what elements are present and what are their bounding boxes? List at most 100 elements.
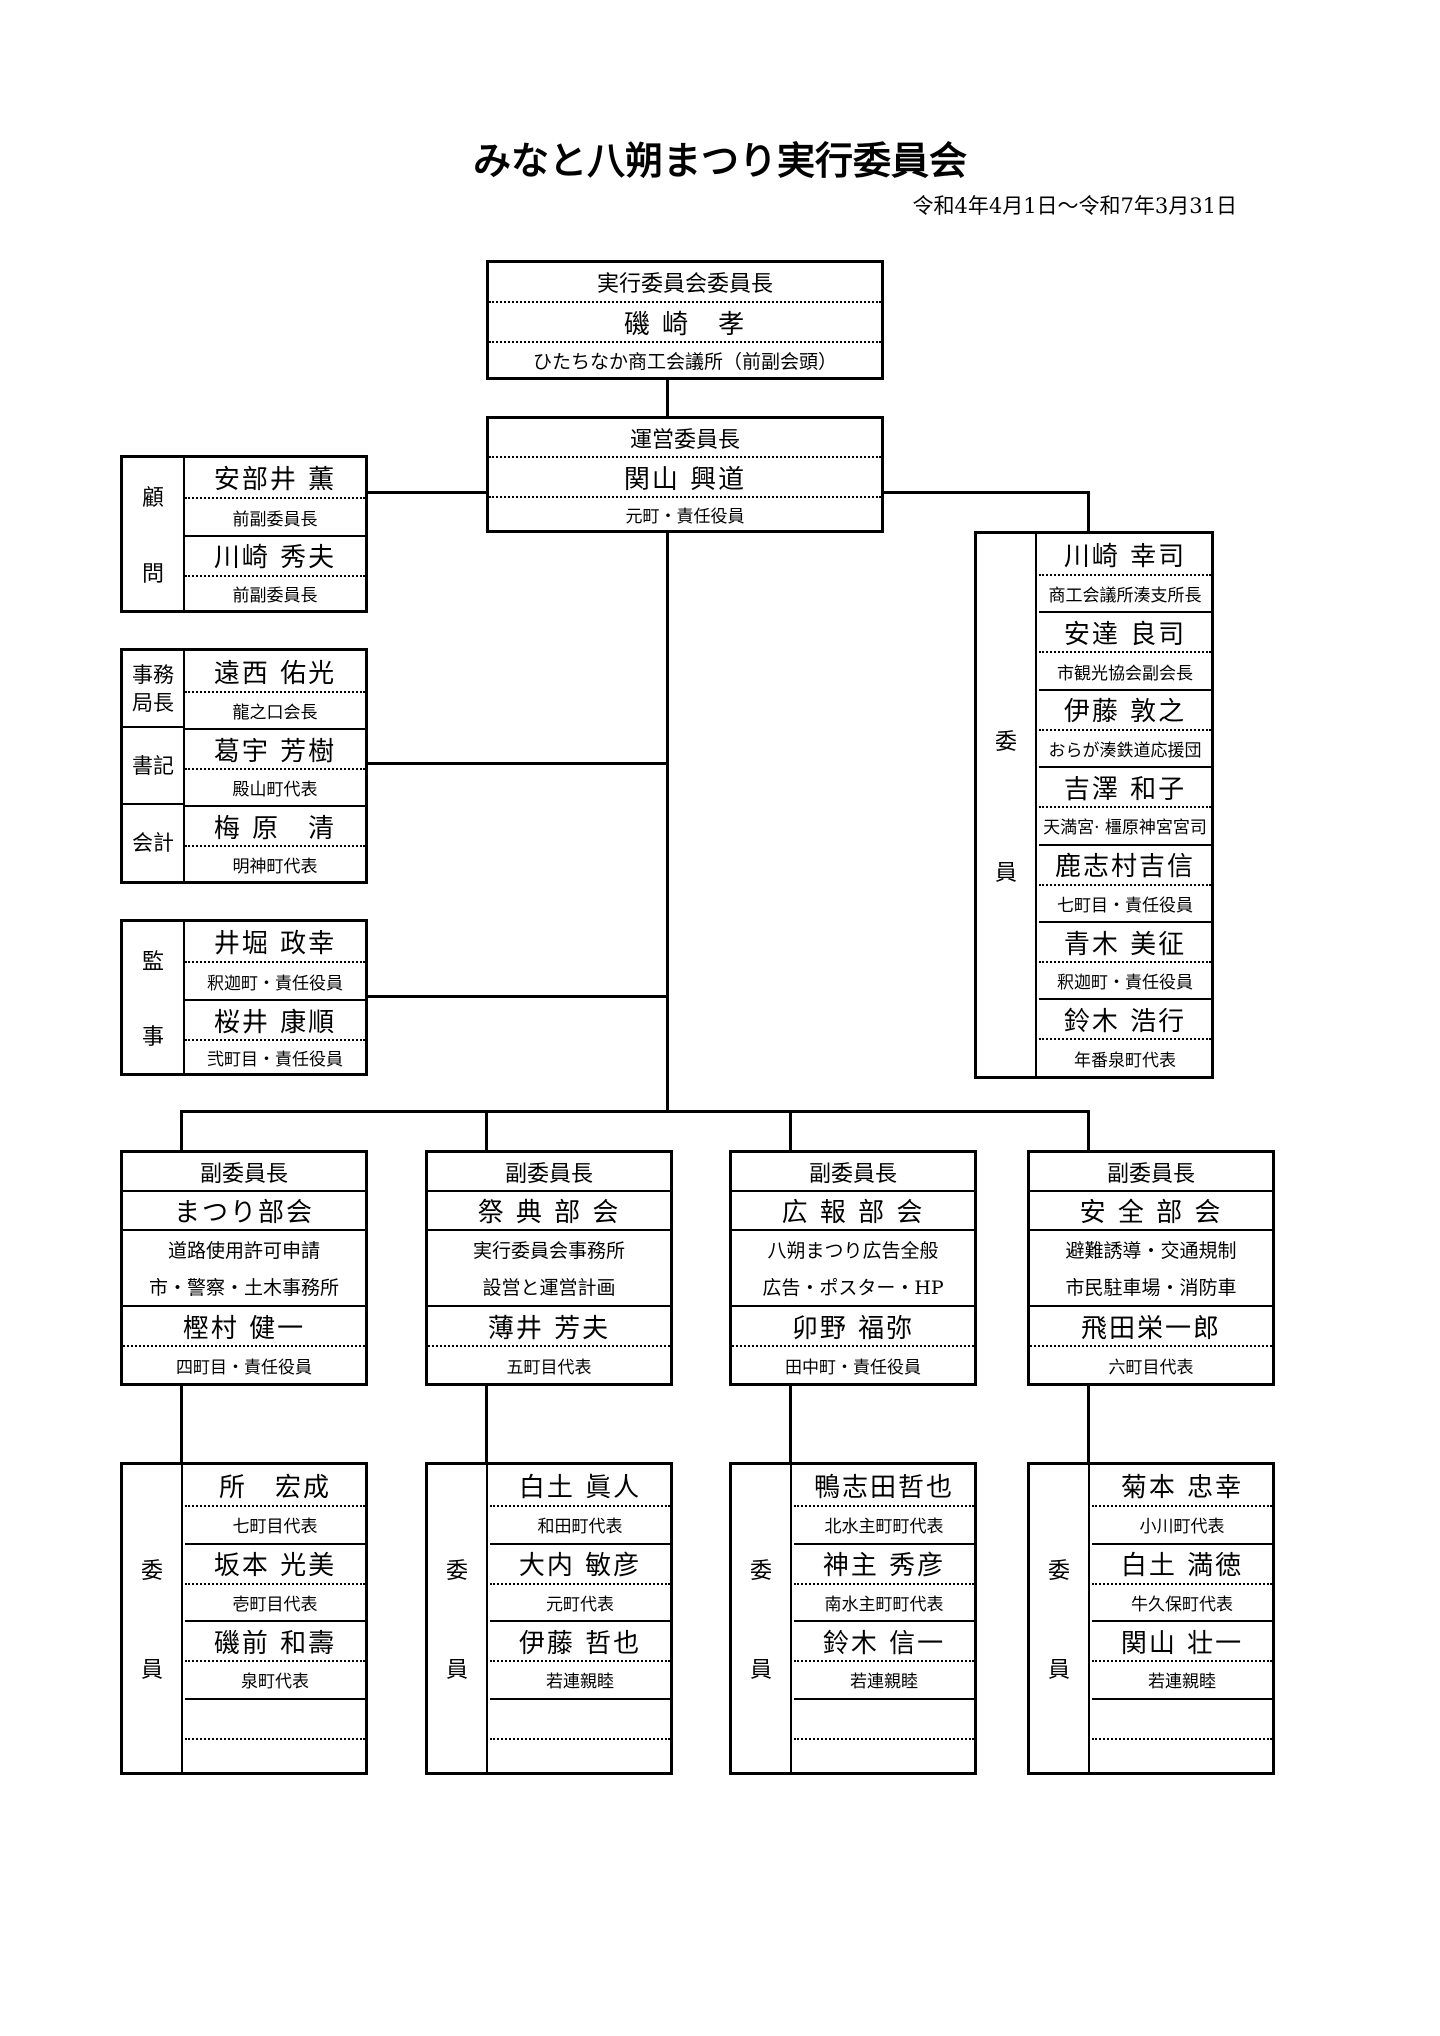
department-members-label: 委員 — [1030, 1465, 1090, 1772]
connector-chair-ops — [666, 378, 669, 418]
connector-advisors — [365, 491, 487, 494]
committee-member-affiliation: 釈迦町・責任役員 — [1039, 961, 1211, 998]
page-title: みなと八朔まつり実行委員会 — [472, 139, 967, 183]
committee-label: 委 員 — [977, 534, 1037, 1076]
department-member-empty — [1092, 1737, 1272, 1768]
department-member-name: 大内 敏彦 — [490, 1542, 670, 1583]
auditor-affiliation: 弐町目・責任役員 — [185, 1039, 365, 1073]
department-duty: 八朔まつり広告全般 — [732, 1229, 974, 1267]
chairman-affiliation: ひたちなか商工会議所（前副会頭） — [489, 341, 881, 377]
connector-secretariat — [365, 762, 668, 765]
committee-member-name: 吉澤 和子 — [1039, 766, 1211, 806]
secretariat-name: 遠西 佑光 — [213, 658, 337, 689]
connector-members-4 — [1087, 1384, 1090, 1464]
department-name: 広 報 部 会 — [732, 1190, 974, 1229]
department-duty: 実行委員会事務所 — [428, 1229, 670, 1267]
department-role: 副委員長 — [199, 1161, 288, 1187]
term-period: 令和4年4月1日～令和7年3月31日 — [912, 194, 1237, 218]
committee-member-name: 伊藤 敦之 — [1039, 688, 1211, 729]
committee-member-affiliation: 七町目・責任役員 — [1039, 883, 1211, 921]
department-head-name: 樫村 健一 — [123, 1305, 365, 1345]
department-member-affiliation: 元町代表 — [490, 1582, 670, 1621]
department-box: 副委員長祭 典 部 会実行委員会事務所設営と運営計画薄井 芳夫五町目代表 — [425, 1150, 673, 1386]
secretariat-name: 葛宇 芳樹 — [185, 728, 365, 768]
department-member-empty — [1092, 1697, 1272, 1738]
department-member-name: 伊藤 哲也 — [490, 1620, 670, 1660]
operations-affiliation: 元町・責任役員 — [489, 496, 881, 530]
committee-member-name: 青木 美征 — [1039, 921, 1211, 961]
department-member-affiliation: 若連親睦 — [794, 1660, 974, 1698]
department-member-empty — [185, 1737, 365, 1768]
auditor-name: 桜井 康順 — [185, 999, 365, 1039]
committee-member-affiliation: 年番泉町代表 — [1039, 1038, 1211, 1075]
committee-member-affiliation: おらが湊鉄道応援団 — [1039, 728, 1211, 766]
department-members-label: 委員 — [123, 1465, 183, 1772]
auditors-label: 監 事 — [123, 922, 185, 1073]
department-member-affiliation: 壱町目代表 — [185, 1582, 365, 1621]
secretariat-affiliation: 殿山町代表 — [185, 768, 365, 805]
committee-box: 委 員 川崎 幸司商工会議所湊支所長安達 良司市観光協会副会長伊藤 敦之おらが湊… — [974, 531, 1214, 1079]
department-member-name: 菊本 忠幸 — [1120, 1472, 1244, 1503]
connector-departments-h — [180, 1110, 1090, 1113]
department-member-name: 鈴木 信一 — [794, 1620, 974, 1660]
chairman-box: 実行委員会委員長 磯 崎 孝 ひたちなか商工会議所（前副会頭） — [486, 260, 884, 380]
department-box: 副委員長安 全 部 会避難誘導・交通規制市民駐車場・消防車飛田栄一郎六町目代表 — [1027, 1150, 1275, 1386]
department-head-affiliation: 四町目・責任役員 — [123, 1345, 365, 1383]
department-member-affiliation: 小川町代表 — [1092, 1505, 1272, 1543]
department-member-name: 神主 秀彦 — [794, 1542, 974, 1583]
department-duty: 避難誘導・交通規制 — [1030, 1229, 1272, 1267]
department-head-name: 飛田栄一郎 — [1030, 1305, 1272, 1345]
department-members-box: 委員菊本 忠幸小川町代表白土 満徳牛久保町代表関山 壮一若連親睦 — [1027, 1462, 1275, 1775]
department-members-box: 委員所 宏成七町目代表坂本 光美壱町目代表磯前 和壽泉町代表 — [120, 1462, 368, 1775]
department-member-name: 白土 満徳 — [1092, 1542, 1272, 1583]
department-members-list: 白土 眞人和田町代表大内 敏彦元町代表伊藤 哲也若連親睦 — [490, 1465, 670, 1772]
department-role: 副委員長 — [1106, 1161, 1195, 1187]
department-member-name: 坂本 光美 — [185, 1542, 365, 1583]
advisors-label: 顧 問 — [123, 458, 185, 610]
department-member-name: 関山 壮一 — [1092, 1620, 1272, 1660]
department-members-list: 菊本 忠幸小川町代表白土 満徳牛久保町代表関山 壮一若連親睦 — [1092, 1465, 1272, 1772]
department-duty: 市・警察・土木事務所 — [148, 1276, 339, 1299]
secretariat-label-chief: 事務 局長 — [123, 651, 185, 728]
committee-member-affiliation: 市観光協会副会長 — [1039, 651, 1211, 688]
connector-dept-2 — [485, 1110, 488, 1152]
department-role: 副委員長 — [808, 1161, 897, 1187]
secretariat-affiliation: 龍之口会長 — [185, 691, 365, 728]
department-name: まつり部会 — [123, 1190, 365, 1229]
chairman-name: 磯 崎 孝 — [489, 301, 881, 341]
connector-members-3 — [789, 1384, 792, 1464]
department-members-label: 委員 — [732, 1465, 792, 1772]
department-member-empty — [794, 1737, 974, 1768]
department-head-name: 卯野 福弥 — [732, 1305, 974, 1345]
department-head-affiliation: 六町目代表 — [1030, 1345, 1272, 1383]
secretariat-affiliation: 明神町代表 — [185, 845, 365, 881]
department-member-empty — [185, 1697, 365, 1738]
secretariat-label-accounting: 会計 — [123, 805, 185, 881]
department-members-list: 鴨志田哲也北水主町町代表神主 秀彦南水主町町代表鈴木 信一若連親睦 — [794, 1465, 974, 1772]
operations-box: 運営委員長 関山 興道 元町・責任役員 — [486, 416, 884, 533]
secretariat-box: 事務 局長 書記 会計 遠西 佑光 龍之口会長 葛宇 芳樹 殿山町代表 梅 原 … — [120, 648, 368, 884]
auditor-affiliation: 釈迦町・責任役員 — [185, 961, 365, 999]
department-member-affiliation: 七町目代表 — [185, 1505, 365, 1543]
operations-role: 運営委員長 — [629, 427, 740, 453]
department-duty: 市民駐車場・消防車 — [1065, 1276, 1237, 1299]
connector-members-1 — [180, 1384, 183, 1464]
connector-auditors — [365, 995, 668, 998]
department-member-affiliation: 若連親睦 — [1092, 1660, 1272, 1698]
committee-member-name: 川崎 幸司 — [1063, 541, 1187, 572]
department-members-box: 委員鴨志田哲也北水主町町代表神主 秀彦南水主町町代表鈴木 信一若連親睦 — [729, 1462, 977, 1775]
advisor-name: 川崎 秀夫 — [213, 542, 337, 573]
connector-committee-h — [878, 491, 1090, 494]
department-box: 副委員長まつり部会道路使用許可申請市・警察・土木事務所樫村 健一四町目・責任役員 — [120, 1150, 368, 1386]
department-member-name: 白土 眞人 — [518, 1472, 642, 1503]
department-duty: 道路使用許可申請 — [123, 1229, 365, 1267]
connector-dept-3 — [789, 1110, 792, 1152]
department-member-affiliation: 和田町代表 — [490, 1505, 670, 1543]
department-member-name: 磯前 和壽 — [185, 1620, 365, 1660]
department-member-affiliation: 北水主町町代表 — [794, 1505, 974, 1543]
connector-dept-1 — [180, 1110, 183, 1152]
committee-member-name: 鈴木 浩行 — [1039, 998, 1211, 1038]
department-member-empty — [490, 1737, 670, 1768]
secretariat-name: 梅 原 清 — [185, 805, 365, 845]
